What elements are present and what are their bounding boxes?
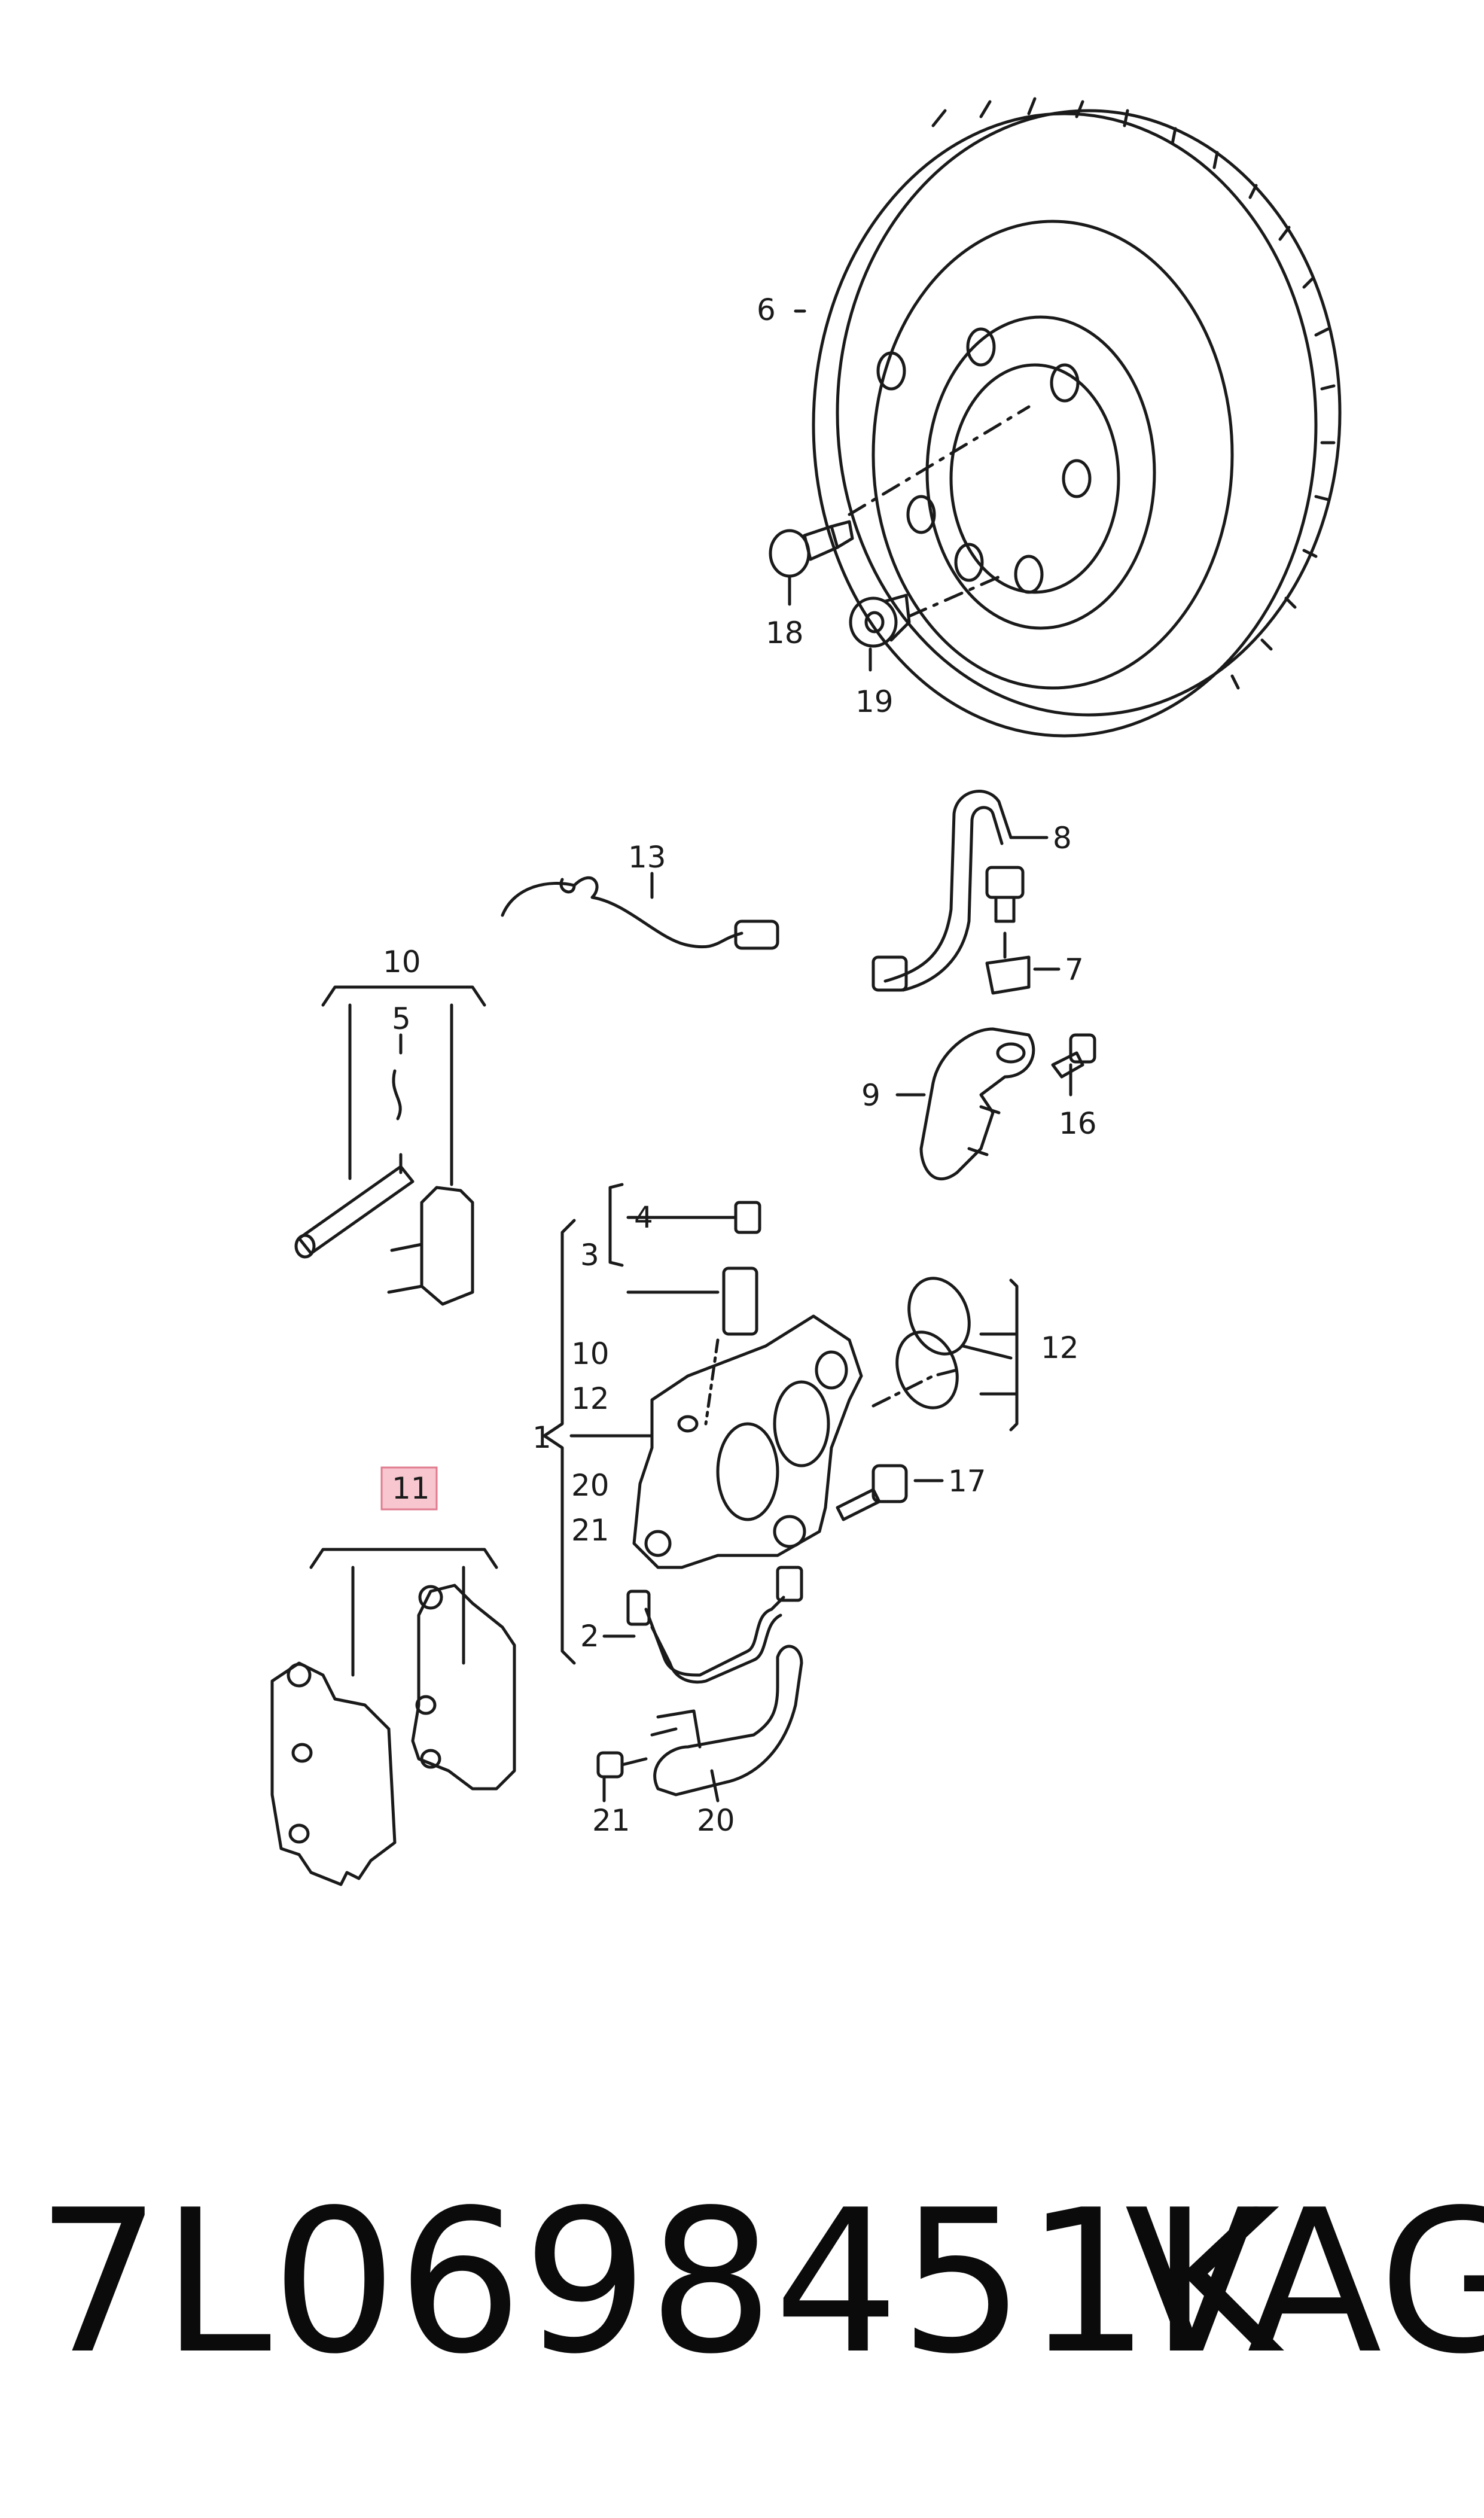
callout-5: 5 bbox=[392, 1001, 411, 1036]
callout-19: 19 bbox=[855, 684, 894, 719]
callout-12-side: 12 bbox=[571, 1381, 610, 1416]
pad-pin-and-spring bbox=[294, 985, 486, 1306]
callout-21-side: 21 bbox=[571, 1513, 610, 1548]
callout-6: 6 bbox=[757, 293, 776, 327]
callout-4: 4 bbox=[634, 1200, 653, 1235]
callout-13: 13 bbox=[628, 840, 666, 875]
brake-pipe bbox=[602, 1566, 803, 1684]
hose-bracket bbox=[919, 1027, 1096, 1181]
caliper-bracket-lines bbox=[543, 1183, 738, 1665]
callout-10-side: 10 bbox=[571, 1336, 610, 1371]
wheel-bolt bbox=[769, 520, 854, 606]
callout-20-side: 20 bbox=[571, 1468, 610, 1503]
brake-disc bbox=[812, 97, 1342, 738]
callout-20: 20 bbox=[697, 1803, 735, 1838]
callout-11: 11 bbox=[392, 1471, 430, 1506]
callout-16: 16 bbox=[1059, 1106, 1097, 1141]
seal-rings bbox=[895, 1277, 1019, 1432]
brake-line bbox=[871, 790, 1031, 995]
brand-name: VAG bbox=[1125, 2167, 1484, 2397]
callout-9: 9 bbox=[861, 1078, 880, 1113]
caliper-bolt bbox=[836, 1464, 944, 1521]
footer: 7L0698451K VAG bbox=[0, 2184, 1484, 2423]
callout-17: 17 bbox=[948, 1464, 986, 1499]
callout-18: 18 bbox=[766, 616, 804, 650]
brake-caliper bbox=[632, 1314, 959, 1569]
callout-12-seal: 12 bbox=[1041, 1330, 1079, 1365]
highlight-box bbox=[380, 1466, 438, 1511]
callout-10-top: 10 bbox=[383, 945, 421, 979]
callout-1: 1 bbox=[532, 1420, 551, 1455]
callout-8: 8 bbox=[1053, 821, 1072, 855]
part-number: 7L0698451K bbox=[36, 2167, 1280, 2397]
callout-21: 21 bbox=[592, 1803, 630, 1838]
callout-2: 2 bbox=[580, 1619, 599, 1654]
brake-pads bbox=[270, 1548, 516, 1886]
locating-screw bbox=[849, 593, 911, 672]
callout-7: 7 bbox=[1065, 952, 1084, 987]
caliper-cover bbox=[596, 1645, 803, 1803]
wear-sensor bbox=[501, 872, 779, 950]
callout-3: 3 bbox=[580, 1238, 599, 1272]
bleed-screws bbox=[704, 1201, 761, 1426]
